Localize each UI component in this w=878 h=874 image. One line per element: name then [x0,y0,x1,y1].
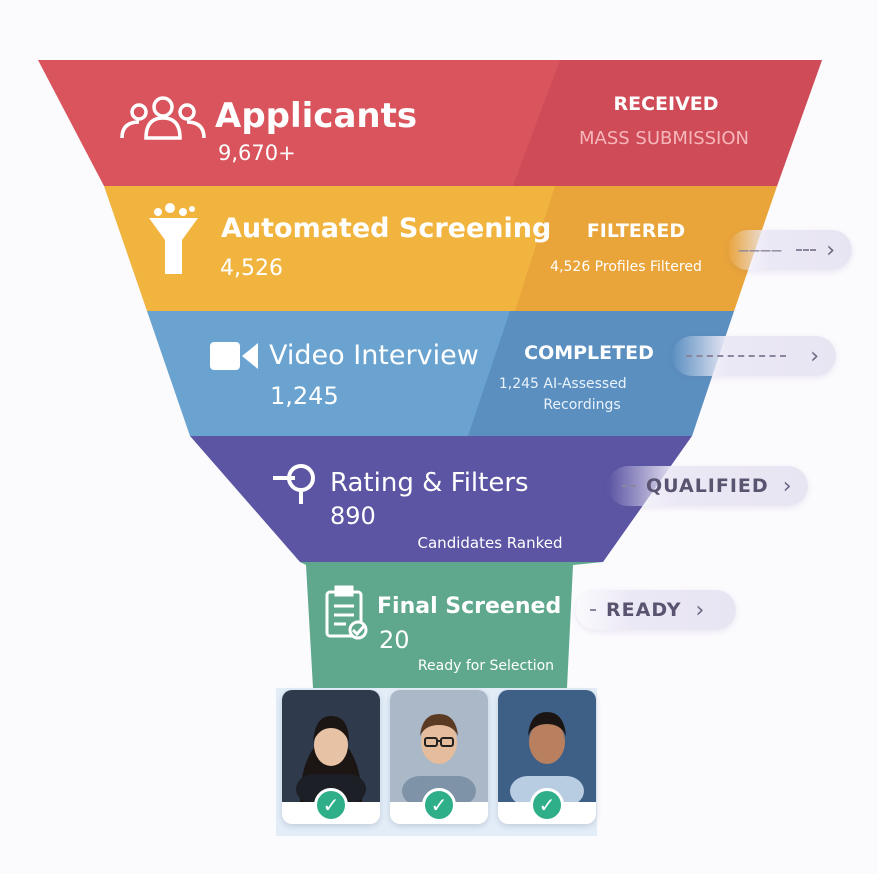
video-camera-icon [210,342,258,370]
chevron-right-icon: › [782,473,793,499]
candidate-card[interactable]: ✓ [390,690,488,824]
funnel-stage-final-screened: Final Screened 20 Ready for Selection [300,562,603,688]
chevron-right-icon: › [695,597,706,623]
people-icon [120,96,206,140]
check-icon: ✓ [530,788,564,822]
stage-status: FILTERED [587,220,685,242]
stage-status: COMPLETED [524,342,654,364]
clipboard-check-icon [325,585,368,640]
stage-detail-line-2: Recordings [543,397,620,413]
stage-detail: Ready for Selection [418,658,554,674]
stage-title: Final Screened [377,594,561,619]
stage-title: Video Interview [269,340,479,371]
side-label-pill[interactable]: › [672,336,836,376]
side-label-pill[interactable]: READY › [576,590,736,630]
stage-detail: Candidates Ranked [418,534,563,552]
candidate-photos: ✓ ✓ ✓ [276,688,597,836]
stage-count: 1,245 [270,382,339,410]
stage-count: 4,526 [220,256,283,281]
check-icon: ✓ [422,788,456,822]
rating-pin-icon [273,464,315,504]
funnel-stage-rating-filters: Rating & Filters 890 Candidates Ranked [190,436,692,562]
side-label-text: QUALIFIED [646,475,769,497]
stage-status: RECEIVED [613,93,718,115]
chevron-right-icon: › [810,343,820,369]
candidate-photo [282,690,380,802]
stage-detail: MASS SUBMISSION [579,128,749,149]
candidate-photo [390,690,488,802]
candidate-card[interactable]: ✓ [498,690,596,824]
stage-detail: 1,245 AI-Assessed Recordings [499,376,631,413]
side-label-pill[interactable]: QUALIFIED › [608,466,808,506]
stage-count: 9,670+ [218,141,296,165]
stage-title: Automated Screening [221,213,551,244]
side-label-pill[interactable]: ———— › [728,230,852,270]
stage-detail: 4,526 Profiles Filtered [550,259,702,275]
stage-count: 890 [330,502,376,530]
stage-detail-line-1: 1,245 AI-Assessed [499,376,627,392]
stage-count: 20 [379,626,410,654]
candidate-photo [498,690,596,802]
funnel-stage-automated-screening: Automated Screening 4,526 FILTERED 4,526… [104,186,777,311]
funnel-stage-applicants: Applicants 9,670+ RECEIVED MASS SUBMISSI… [38,60,822,186]
side-label-text: ———— [738,243,782,257]
funnel-stage-video-interview: Video Interview 1,245 COMPLETED 1,245 AI… [147,311,734,436]
side-label-text: READY [606,599,682,621]
stage-title: Applicants [215,96,417,136]
candidate-card[interactable]: ✓ [282,690,380,824]
check-icon: ✓ [314,788,348,822]
chevron-right-icon: › [826,237,836,263]
stage-title: Rating & Filters [330,468,529,498]
funnel-filter-icon [149,203,198,274]
